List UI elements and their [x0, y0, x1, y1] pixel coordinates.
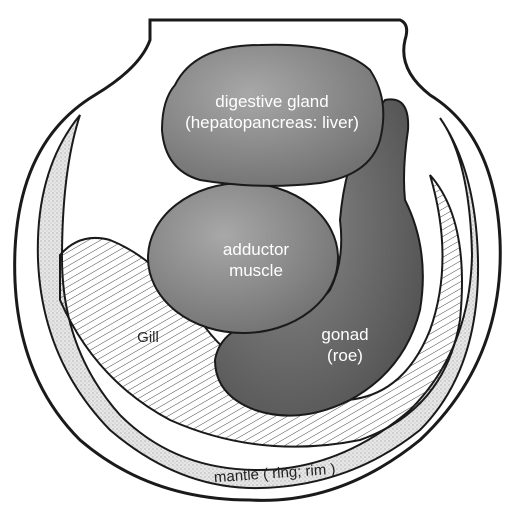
adductor-muscle-label-line2: muscle: [229, 261, 283, 280]
adductor-muscle-label-line1: adductor: [223, 240, 289, 259]
gonad-label-line2: (roe): [327, 346, 363, 365]
digestive-gland-label-line1: digestive gland: [215, 92, 328, 111]
digestive-gland-label-line2: (hepatopancreas: liver): [185, 113, 359, 132]
gill-label: Gill: [137, 329, 159, 346]
gonad-label-line1: gonad: [321, 325, 368, 344]
